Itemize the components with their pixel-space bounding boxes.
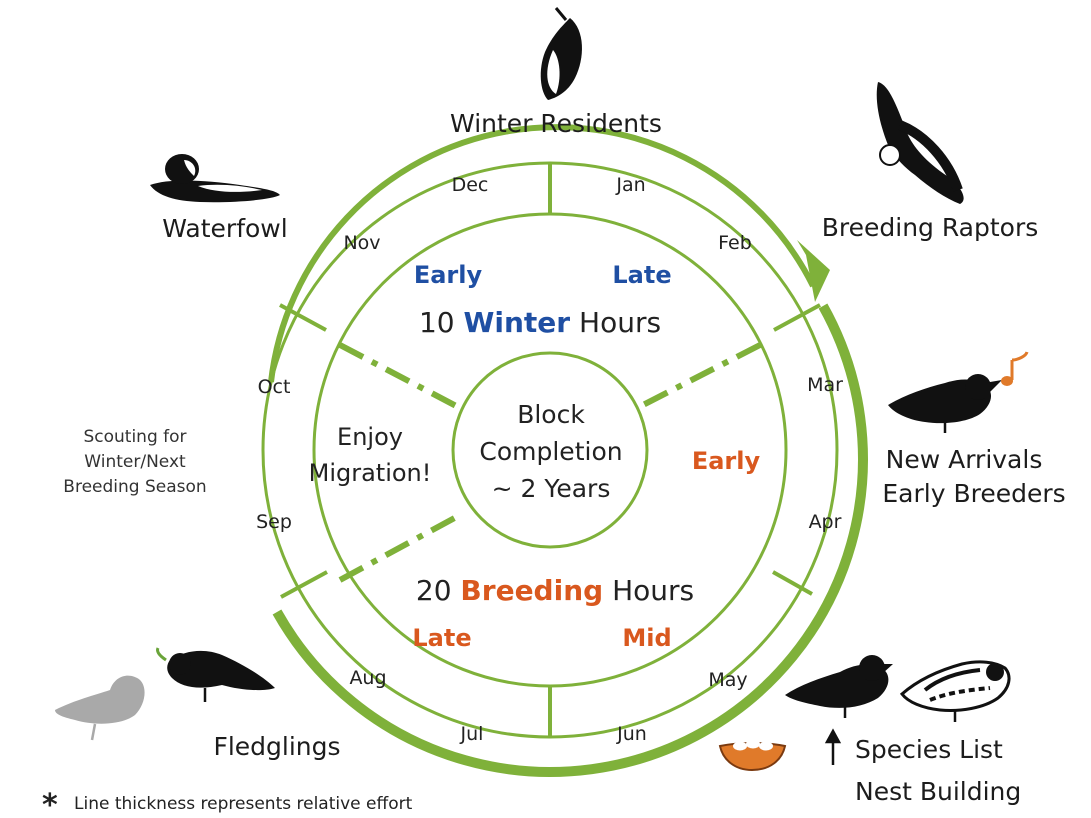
breeding-hours-suffix: Hours [612,574,694,607]
eagle-icon [877,82,964,204]
nest-building-label: Nest Building [855,777,1021,806]
month-label: Apr [809,511,842,533]
month-label: Jan [615,174,645,196]
fledglings-label: Fledglings [213,732,340,761]
month-label: Sep [256,511,292,533]
month-label: May [708,669,747,691]
scouting-line-3: Breeding Season [63,477,206,497]
up-arrow-icon [827,731,839,765]
winter-hours-title: 10 Winter Hours [419,306,661,339]
music-note-icon [1001,352,1027,386]
winter-effort-arc [271,127,813,382]
fledgling-icon [55,676,145,740]
footnote-star: * [42,788,58,818]
breeding-hours-count: 20 [416,574,452,607]
winter-hours-count: 10 [419,306,455,339]
month-label: Dec [452,174,489,196]
winter-residents-label: Winter Residents [450,109,662,138]
adult-bird-icon [157,648,275,702]
month-label: Oct [258,376,291,398]
nuthatch-icon [541,8,582,100]
species-list-label: Species List [855,735,1003,764]
blackbird-icon [785,655,893,718]
warbler-icon [902,662,1009,722]
waterfowl-label: Waterfowl [162,214,287,243]
nest-icon [720,740,785,771]
migration-line-1: Enjoy [337,423,403,451]
breeding-hours-title: 20 Breeding Hours [416,574,694,607]
month-label: Nov [343,232,380,254]
center-line-2: Completion [479,437,622,466]
winter-hours-suffix: Hours [579,306,661,339]
month-label: Jun [616,723,647,745]
new-arrivals-label: New Arrivals [886,445,1043,474]
bufflehead-icon [150,154,280,202]
breeding-word: Breeding [460,574,603,607]
scouting-line-1: Scouting for [83,427,186,447]
breeding-late-label: Late [412,624,471,652]
early-breeders-label: Early Breeders [882,479,1065,508]
winter-late-label: Late [612,261,671,289]
winter-word: Winter [464,306,571,339]
winter-early-label: Early [414,261,483,289]
center-line-3: ~ 2 Years [492,474,611,503]
footnote-text: Line thickness represents relative effor… [74,794,413,814]
center-line-1: Block [517,400,585,429]
month-label: Jul [460,723,484,745]
month-label: Feb [718,232,752,254]
breeding-raptors-label: Breeding Raptors [822,213,1039,242]
month-label: Mar [807,374,843,396]
month-label: Aug [349,667,386,689]
scouting-line-2: Winter/Next [84,452,186,472]
migration-line-2: Migration! [309,459,432,487]
breeding-mid-label: Mid [622,624,671,652]
breeding-early-label: Early [692,447,761,475]
singing-bird-icon [888,374,1002,433]
